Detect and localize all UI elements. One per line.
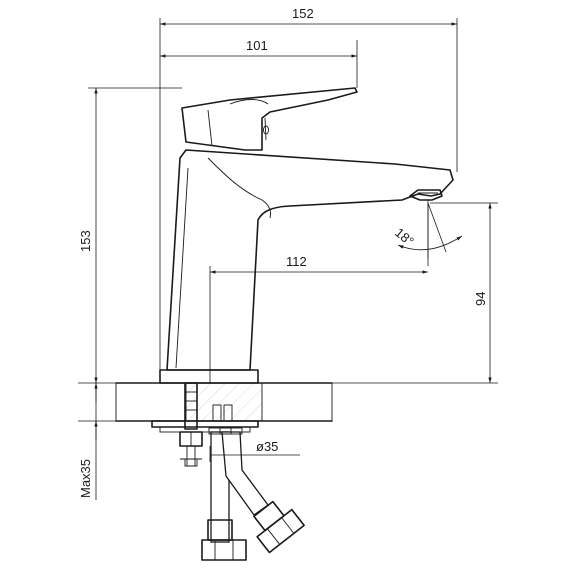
mounting-hardware [151, 382, 259, 467]
faucet-body [159, 149, 454, 384]
countertop-left-hatch [115, 382, 187, 422]
label-outlet-height: 94 [473, 292, 488, 306]
label-overall-height: 153 [78, 230, 93, 252]
body-outline [166, 149, 454, 371]
hose-nut-bent [256, 508, 305, 554]
flex-hoses [201, 427, 305, 561]
aerator [409, 189, 443, 201]
dim-arc-spout-angle [397, 235, 463, 251]
lever-handle [181, 87, 358, 151]
threaded-stud [184, 382, 198, 430]
label-spout-reach: 112 [286, 254, 307, 269]
label-thread-diameter: ø35 [256, 439, 278, 454]
label-handle-reach: 101 [246, 38, 268, 53]
label-max-thickness: Max35 [78, 459, 93, 498]
dimension-lines [78, 18, 498, 500]
handle-outline [181, 87, 358, 151]
base-ring [159, 369, 259, 384]
handle-screw [263, 125, 269, 135]
label-spout-angle: 18° [392, 225, 417, 249]
hose-nut-straight [201, 539, 247, 561]
dimension-labels: 152 101 153 112 94 18° ø35 Max35 [78, 6, 488, 498]
washer-plate [151, 420, 259, 428]
label-overall-width: 152 [292, 6, 314, 21]
countertop-right-hatch [261, 382, 333, 422]
